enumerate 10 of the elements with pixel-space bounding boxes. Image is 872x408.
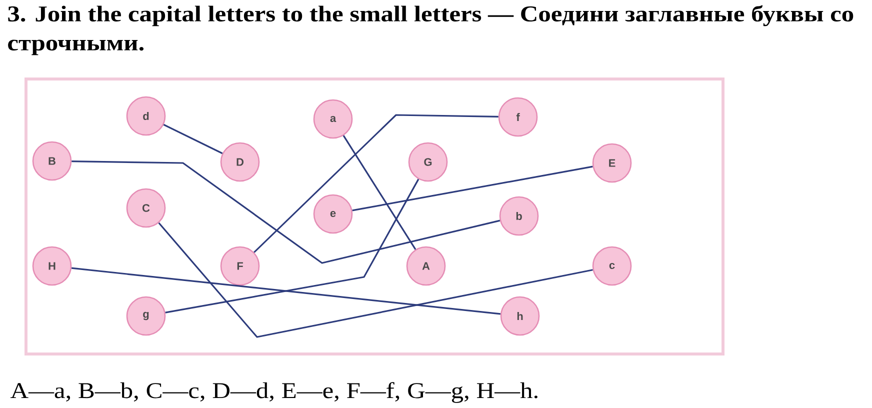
connector-line	[342, 135, 416, 250]
connector-line	[158, 222, 593, 338]
connector-line	[352, 166, 593, 212]
connector-line	[165, 178, 420, 314]
connector-line	[254, 114, 498, 253]
caption: A—a, B—b, C—c, D—d, E—e, F—f, G—g, H—h.	[10, 382, 538, 403]
connector-line	[71, 267, 501, 315]
title: 3. Join the capital letters to the small letters — Соедини заглавные буквы со строчными.	[8, 5, 854, 56]
connector-line	[72, 160, 500, 264]
connector-line	[163, 124, 223, 154]
